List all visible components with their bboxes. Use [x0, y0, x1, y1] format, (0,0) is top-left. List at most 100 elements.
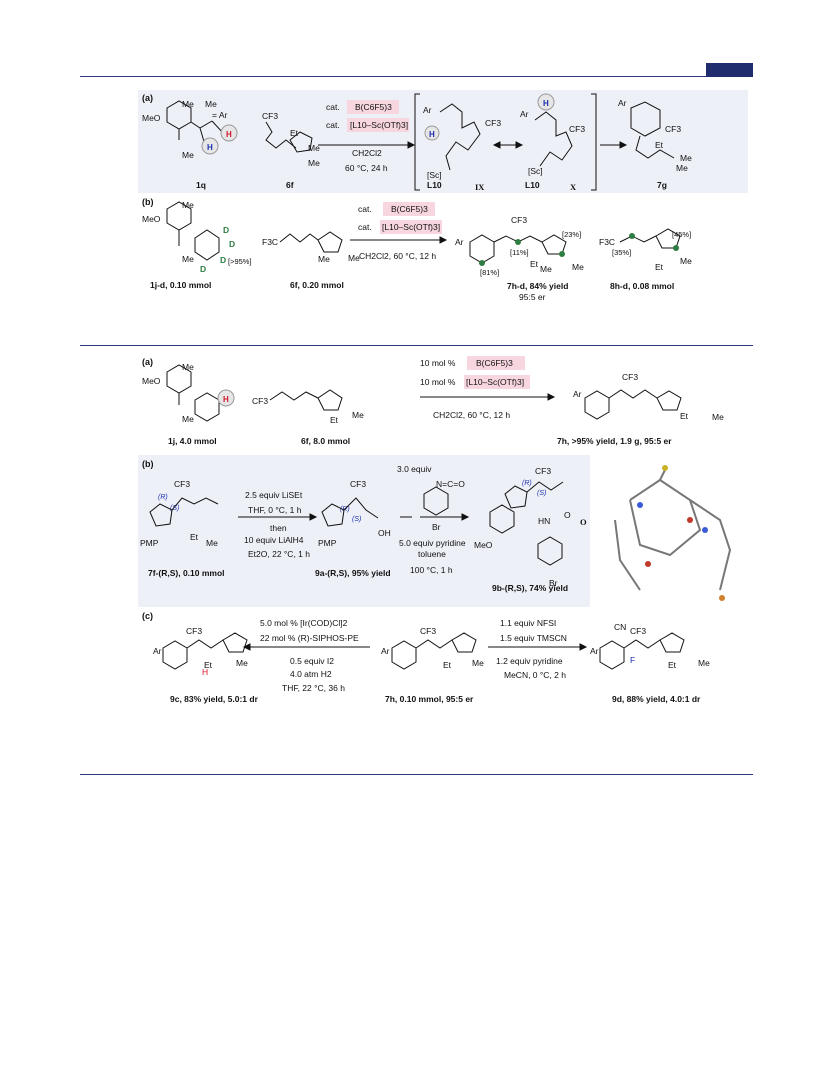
cf3-9c: CF3 [186, 626, 203, 636]
br-iso: Br [432, 522, 441, 532]
me-1jd-bot: Me [182, 254, 194, 264]
s2-me-bot: Me [182, 414, 194, 424]
s2-cpd-7h: 7h, >95% yield, 1.9 g, 95:5 er [557, 436, 672, 446]
s2-cat2: 10 mol % [420, 377, 456, 387]
c-right3: 1.2 equiv pyridine [496, 656, 563, 666]
ar-def: = Ar [212, 110, 228, 120]
pct95: [>95%] [228, 257, 252, 266]
cpd-8hd: 8h-d, 0.08 mmol [610, 281, 675, 291]
b-cond: CH2Cl2, 60 °C, 12 h [359, 251, 437, 261]
9a-ring [321, 503, 345, 527]
pmp-7f: PMP [140, 538, 159, 548]
r-7f: (R) [158, 494, 168, 501]
me-6f-b: Me [318, 254, 330, 264]
7g-ring [630, 101, 661, 137]
cf3-7f: CF3 [174, 479, 191, 489]
7f-ring [149, 503, 173, 527]
me-7f: Me [206, 538, 218, 548]
me2-7hd: Me [572, 262, 584, 272]
iso3: toluene [418, 549, 446, 559]
s2-meo: MeO [142, 376, 161, 386]
me2-6f: Me [308, 158, 320, 168]
isocyanate-aryl [423, 486, 449, 516]
b-reag5: Et2O, 22 °C, 1 h [248, 549, 310, 559]
c-right2: 1.5 equiv TMSCN [500, 633, 567, 643]
cpd-7g: 7g [657, 180, 667, 190]
et-9c: Et [204, 660, 213, 670]
hn-9b: HN [538, 516, 551, 526]
cpd-6f: 6f [286, 180, 294, 190]
cat1-text: cat. [326, 102, 340, 112]
f3c-8hd: F3C [599, 237, 616, 247]
s2-plus-cf3: CF3 [252, 396, 269, 406]
cpd-7hd: 7h-d, 84% yield [507, 281, 569, 291]
b-reag3: then [270, 523, 287, 533]
cf3-7hd: CF3 [511, 215, 528, 225]
ix-label: IX [475, 182, 485, 192]
d2: D [229, 239, 236, 249]
c-left1: 5.0 mol % [Ir(COD)Cl]2 [260, 618, 348, 628]
cf3-9a: CF3 [350, 479, 367, 489]
s2-ar-7h: Ar [573, 389, 582, 399]
sc-x: [Sc] [528, 166, 543, 176]
cpd-7hd-er: 95:5 er [519, 292, 546, 302]
iso2: 5.0 equiv pyridine [399, 538, 466, 548]
s-9b: (S) [537, 490, 547, 497]
me-1jd-top: Me [182, 200, 194, 210]
me1-6f: Me [308, 143, 320, 153]
scheme2-label-b: (b) [142, 459, 154, 469]
1j-piperidine [194, 392, 220, 422]
et-7h-c: Et [443, 660, 452, 670]
ar-9d: Ar [590, 646, 599, 656]
1q-aryl-ring [166, 100, 192, 130]
s-9a: (S) [352, 516, 362, 523]
1jd-piperidine [194, 229, 220, 261]
svg-text:H: H [226, 130, 232, 139]
c-left4: 4.0 atm H2 [290, 669, 332, 679]
b-cat-sc: [L10–Sc(OTf)3] [382, 222, 441, 232]
cn-9d: CN [614, 622, 627, 632]
ar-7h-c: Ar [381, 646, 390, 656]
o-9b: O [564, 510, 571, 520]
s2-me-top: Me [182, 362, 194, 372]
meo-1q: MeO [142, 113, 161, 123]
d3: D [220, 255, 227, 265]
et-7g: Et [655, 140, 664, 150]
pct35: [35%] [612, 248, 632, 257]
svg-text:H: H [429, 130, 435, 139]
7hd-ring [469, 234, 495, 264]
6f-ring [289, 131, 313, 153]
c-right1: 1.1 equiv NFSI [500, 618, 557, 628]
pmp-9a: PMP [318, 538, 337, 548]
scheme2-label-c: (c) [142, 611, 153, 621]
scheme2-label-a: (a) [142, 357, 153, 367]
6f-chain [265, 121, 297, 149]
cf3-7g: CF3 [665, 124, 682, 134]
x-label: X [570, 182, 577, 192]
cat2-text: cat. [326, 120, 340, 130]
b-reag4: 10 equiv LiAlH4 [244, 535, 304, 545]
cpd-9d: 9d, 88% yield, 4.0:1 dr [612, 694, 701, 704]
s2-cpd-6f: 6f, 8.0 mmol [301, 436, 351, 446]
top-rule [80, 76, 753, 77]
f3c-6f-b: F3C [262, 237, 279, 247]
scheme1-label-b: (b) [142, 197, 154, 207]
b-cat-box-bcf [383, 202, 435, 216]
cpd-1q: 1q [196, 180, 206, 190]
o-side-9b: O [580, 517, 587, 527]
cf3-x: CF3 [569, 124, 586, 134]
nco: N=C=O [436, 479, 465, 489]
cpd-9a: 9a-(R,S), 95% yield [315, 568, 391, 578]
cpd-6f-b: 6f, 0.20 mmol [290, 280, 344, 290]
et-6f: Et [290, 128, 299, 138]
s2-cat2-name: [L10–Sc(OTf)3] [466, 377, 525, 387]
c-left5: THF, 22 °C, 36 h [282, 683, 345, 693]
et-8hd: Et [655, 262, 664, 272]
me-ar: Me [205, 99, 217, 109]
cf3-7h-c: CF3 [420, 626, 437, 636]
l10-x: L10 [525, 180, 540, 190]
9b-ring [504, 485, 528, 509]
bottom-rule [80, 774, 753, 775]
page-tab [706, 63, 753, 77]
svg-text:H: H [207, 143, 213, 152]
